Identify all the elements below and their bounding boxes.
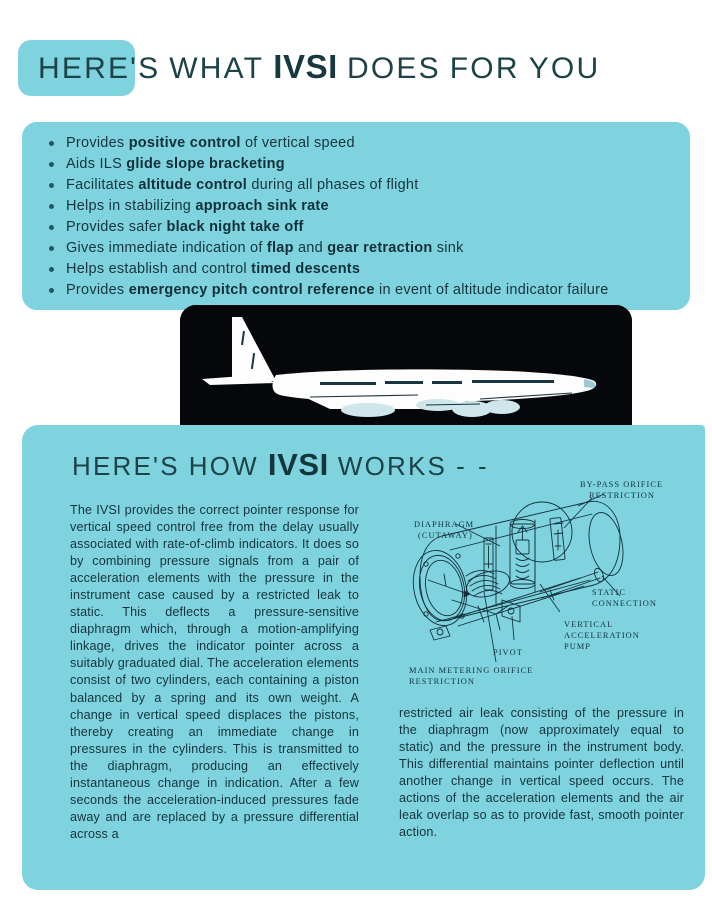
list-item-emphasis: altitude control <box>138 177 248 193</box>
bullet-dot-icon <box>49 288 54 293</box>
list-item-tail: sink <box>432 240 464 256</box>
label-diaphragm-cutaway: (CUTAWAY) <box>418 531 473 540</box>
list-item-tail: of vertical speed <box>240 135 355 151</box>
list-item-tail: in event of altitude indicator failure <box>374 282 609 298</box>
label-bypass-orifice: BY-PASS ORIFICE <box>580 480 664 489</box>
body-column-left: The IVSI provides the correct pointer re… <box>70 503 359 841</box>
list-item: Gives immediate indication of flap and g… <box>42 238 682 259</box>
list-item-mid: and <box>293 240 328 256</box>
works-panel: HERE'S HOW IVSI WORKS - - The IVSI provides … <box>22 425 705 890</box>
label-vertical: VERTICAL <box>564 620 614 629</box>
benefits-list: Provides positive control of vertical sp… <box>42 133 682 301</box>
list-item-text: Helps establish and control <box>66 261 252 277</box>
benefits-panel: Provides positive control of vertical sp… <box>22 122 690 310</box>
heres-badge <box>18 40 135 96</box>
works-heading-works: WORKS <box>337 451 448 481</box>
list-item-emphasis: positive control <box>128 135 241 151</box>
headline-heres: HERE'S <box>38 52 161 85</box>
list-item: Provides safer black night take off <box>42 217 682 238</box>
label-static: STATIC <box>592 588 627 597</box>
list-item: Provides positive control of vertical sp… <box>42 133 682 154</box>
works-heading-how: HOW <box>188 451 259 481</box>
list-item-emphasis: black night take off <box>166 219 304 235</box>
bullet-dot-icon <box>49 246 54 251</box>
headline-for: FOR <box>449 52 520 85</box>
headline-does: DOES <box>346 52 441 85</box>
label-main-metering-restriction: RESTRICTION <box>409 677 475 686</box>
list-item-emphasis-2: gear retraction <box>327 240 433 256</box>
label-acceleration: ACCELERATION <box>564 631 640 640</box>
bullet-dot-icon <box>49 162 54 167</box>
list-item-tail: during all phases of flight <box>247 177 419 193</box>
label-pivot: PIVOT <box>493 648 523 657</box>
list-item: Helps establish and control timed descen… <box>42 259 682 280</box>
bullet-dot-icon <box>49 183 54 188</box>
label-diaphragm: DIAPHRAGM <box>414 520 475 529</box>
bullet-dot-icon <box>49 204 54 209</box>
bullet-dot-icon <box>49 225 54 230</box>
list-item-text: Helps in stabilizing <box>66 198 196 214</box>
list-item-text: Gives immediate indication of <box>66 240 267 256</box>
label-pump: PUMP <box>564 642 592 651</box>
aircraft-illustration <box>180 305 632 441</box>
headline-brand: IVSI <box>273 48 338 85</box>
label-main-metering-orifice: MAIN METERING ORIFICE <box>409 666 534 675</box>
bullet-dot-icon <box>49 267 54 272</box>
label-static-connection: CONNECTION <box>592 599 657 608</box>
list-item-emphasis: flap <box>266 240 294 256</box>
list-item-text: Provides <box>66 135 129 151</box>
list-item-text: Facilitates <box>66 177 139 193</box>
headline-what: WHAT <box>169 52 265 85</box>
list-item-emphasis: emergency pitch control reference <box>128 282 375 298</box>
aircraft-photo <box>180 305 632 441</box>
list-item-emphasis: timed descents <box>251 261 361 277</box>
works-heading-brand: IVSI <box>267 447 329 482</box>
list-item-text: Provides <box>66 282 129 298</box>
list-item: Provides emergency pitch control referen… <box>42 280 682 301</box>
body-column-right: restricted air leak consisting of the pr… <box>399 706 684 840</box>
list-item: Facilitates altitude control during all … <box>42 175 682 196</box>
list-item-emphasis: glide slope bracketing <box>126 156 285 172</box>
bullet-dot-icon <box>49 141 54 146</box>
list-item: Helps in stabilizing approach sink rate <box>42 196 682 217</box>
headline-you: YOU <box>528 52 601 85</box>
diagram-drawing <box>412 493 624 663</box>
ivsi-cutaway-diagram: BY-PASS ORIFICE RESTRICTION DIAPHRAGM (C… <box>392 480 702 695</box>
list-item-emphasis: approach sink rate <box>195 198 329 214</box>
list-item-text: Provides safer <box>66 219 167 235</box>
list-item-text: Aids ILS <box>66 156 127 172</box>
list-item: Aids ILS glide slope bracketing <box>42 154 682 175</box>
label-bypass-restriction: RESTRICTION <box>589 491 655 500</box>
works-heading-dashes: - - <box>456 451 490 481</box>
works-heading-heres: HERE'S <box>72 451 180 481</box>
works-heading: HERE'S HOW IVSI WORKS - - <box>72 443 490 487</box>
